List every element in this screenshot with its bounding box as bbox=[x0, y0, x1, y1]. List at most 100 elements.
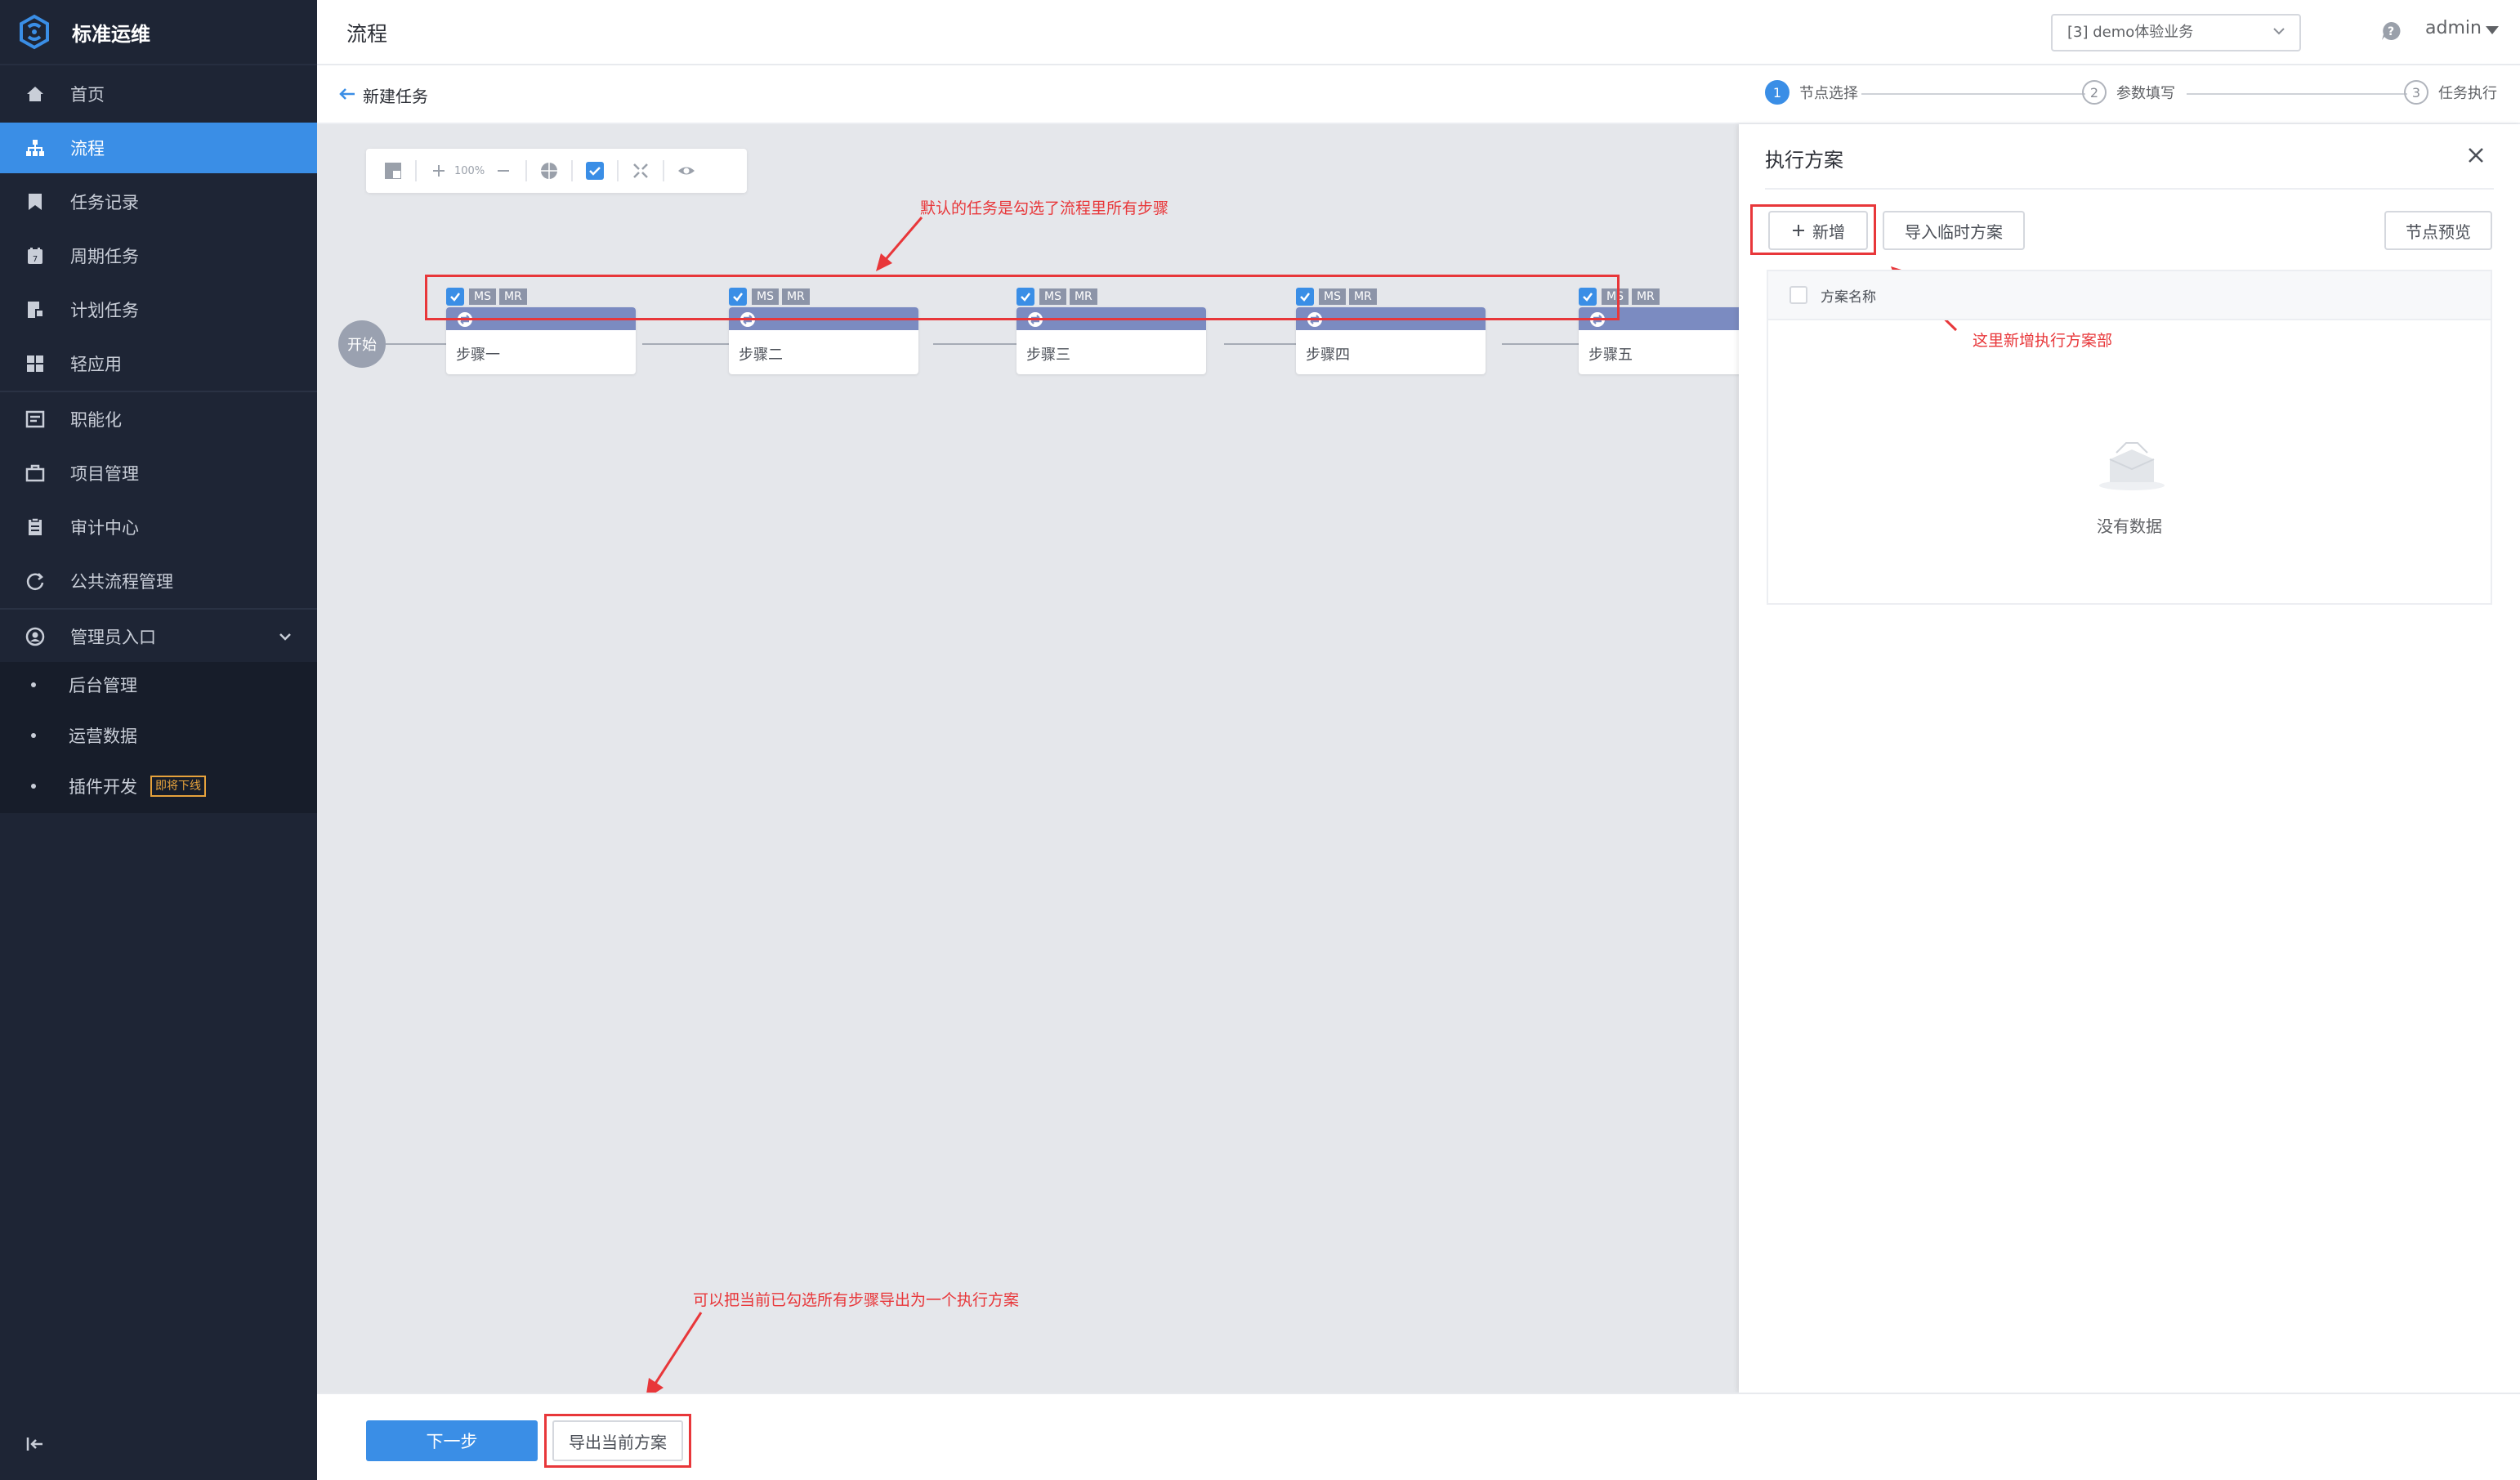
sidebar-item-periodic-tasks[interactable]: 7 周期任务 bbox=[0, 230, 317, 281]
checkbox-checked-icon[interactable] bbox=[1579, 288, 1597, 306]
chevron-down-icon bbox=[2273, 28, 2285, 35]
step-label: 参数填写 bbox=[2116, 85, 2175, 102]
preview-eye-icon[interactable] bbox=[676, 160, 697, 181]
empty-box-icon bbox=[2099, 442, 2165, 490]
bookmark-icon bbox=[29, 194, 42, 210]
sidebar-sub-item-label: 运营数据 bbox=[69, 727, 137, 746]
step-connector bbox=[1861, 93, 2085, 95]
collapse-sidebar-icon[interactable] bbox=[23, 1432, 47, 1456]
caret-down-icon[interactable] bbox=[2486, 26, 2499, 34]
sidebar-item-admin-entry[interactable]: 管理员入口 bbox=[0, 611, 317, 662]
step-task-exec: 3 任务执行 bbox=[2404, 80, 2497, 105]
zoom-in-icon[interactable] bbox=[428, 160, 449, 181]
help-icon[interactable]: ? bbox=[2379, 20, 2402, 42]
task-select-5[interactable]: MS MR bbox=[1579, 288, 1663, 306]
back-arrow-icon[interactable] bbox=[337, 83, 358, 105]
zoom-out-icon[interactable] bbox=[493, 160, 514, 181]
toolbar-divider bbox=[617, 160, 619, 181]
svg-text:7: 7 bbox=[33, 255, 38, 264]
checkbox-checked-icon[interactable] bbox=[729, 288, 747, 306]
task-select-4[interactable]: MS MR bbox=[1296, 288, 1380, 306]
task-select-2[interactable]: MS MR bbox=[729, 288, 813, 306]
deprecation-badge: 即将下线 bbox=[150, 776, 206, 797]
task-select-1[interactable]: MS MR bbox=[446, 288, 530, 306]
sidebar-item-public-flow[interactable]: 公共流程管理 bbox=[0, 556, 317, 606]
logo-row[interactable]: 标准运维 bbox=[0, 0, 317, 65]
close-icon[interactable] bbox=[2466, 145, 2486, 165]
sidebar-item-plan-tasks[interactable]: 计划任务 bbox=[0, 284, 317, 335]
sidebar-sub-item-ops-data[interactable]: 运营数据 bbox=[0, 713, 317, 758]
canvas-toolbar: 100% bbox=[366, 149, 747, 193]
export-plan-button[interactable]: 导出当前方案 bbox=[552, 1420, 683, 1461]
plus-icon bbox=[1793, 225, 1804, 236]
user-menu[interactable]: admin bbox=[2425, 18, 2482, 38]
back-link[interactable]: 新建任务 bbox=[363, 87, 428, 106]
empty-text: 没有数据 bbox=[2097, 516, 2162, 536]
select-all-icon[interactable] bbox=[584, 160, 605, 181]
minimap-icon[interactable] bbox=[382, 160, 404, 181]
sidebar-sub-item-label: 后台管理 bbox=[69, 676, 137, 695]
top-header: 流程 [3] demo体验业务 ? admin bbox=[317, 0, 2520, 65]
ms-tag: MS bbox=[752, 288, 779, 305]
node-preview-button[interactable]: 节点预览 bbox=[2384, 211, 2492, 250]
sidebar-item-home[interactable]: 首页 bbox=[0, 69, 317, 119]
task-node-5[interactable]: 步骤五 bbox=[1579, 307, 1768, 374]
annotation-arrow-icon bbox=[646, 1312, 703, 1399]
task-node-label: 步骤五 bbox=[1588, 347, 1633, 364]
sidebar-item-light-apps[interactable]: 轻应用 bbox=[0, 338, 317, 389]
zoom-level: 100% bbox=[454, 164, 485, 177]
panel-divider bbox=[1765, 188, 2494, 190]
sidebar-item-task-records[interactable]: 任务记录 bbox=[0, 177, 317, 227]
next-step-button[interactable]: 下一步 bbox=[366, 1420, 538, 1461]
annotation-note-top: 默认的任务是勾选了流程里所有步骤 bbox=[920, 199, 1169, 217]
page-title: 流程 bbox=[346, 22, 388, 46]
task-node-label: 步骤四 bbox=[1306, 347, 1350, 364]
chevron-down-icon[interactable] bbox=[278, 629, 293, 644]
start-node[interactable]: 开始 bbox=[338, 320, 386, 368]
sidebar-item-label: 周期任务 bbox=[70, 247, 139, 266]
sidebar-sub-item-plugin-dev[interactable]: 插件开发 即将下线 bbox=[0, 763, 317, 809]
mr-tag: MR bbox=[781, 288, 810, 305]
sidebar-item-flow[interactable]: 流程 bbox=[0, 123, 317, 173]
annotation-note-bottom: 可以把当前已勾选所有步骤导出为一个执行方案 bbox=[693, 1291, 1020, 1309]
sidebar-item-audit-center[interactable]: 审计中心 bbox=[0, 502, 317, 552]
task-select-3[interactable]: MS MR bbox=[1016, 288, 1101, 306]
mr-tag: MR bbox=[1631, 288, 1660, 305]
sidebar: 标准运维 首页 流程 任务记录 7 周期任务 计划任务 轻应用 职能 bbox=[0, 0, 317, 1480]
import-plan-label: 导入临时方案 bbox=[1905, 221, 2003, 242]
reset-view-icon[interactable] bbox=[538, 160, 560, 181]
checkbox-checked-icon[interactable] bbox=[446, 288, 464, 306]
sidebar-item-project-management[interactable]: 项目管理 bbox=[0, 448, 317, 499]
admin-icon bbox=[25, 627, 45, 646]
step-number: 2 bbox=[2082, 80, 2107, 105]
toolbar-divider bbox=[571, 160, 574, 181]
step-connector bbox=[2187, 93, 2407, 95]
step-node-select: 1 节点选择 bbox=[1765, 80, 1858, 105]
nav-divider bbox=[0, 608, 317, 610]
annotation-box-tasks bbox=[425, 275, 1620, 320]
sidebar-item-functional[interactable]: 职能化 bbox=[0, 394, 317, 445]
svg-text:?: ? bbox=[2388, 25, 2394, 38]
business-select-value: [3] demo体验业务 bbox=[2067, 24, 2194, 41]
task-node-label: 步骤三 bbox=[1026, 347, 1070, 364]
fit-screen-icon[interactable] bbox=[630, 160, 651, 181]
logo-text: 标准运维 bbox=[72, 22, 150, 46]
business-select[interactable]: [3] demo体验业务 bbox=[2051, 14, 2301, 51]
flow-canvas[interactable]: 100% 开始 MS MR MS bbox=[317, 124, 1768, 1393]
checkbox-checked-icon[interactable] bbox=[1296, 288, 1314, 306]
flow-edge bbox=[642, 343, 740, 345]
annotation-box-add bbox=[1750, 204, 1876, 255]
add-plan-button[interactable]: 新增 bbox=[1768, 211, 1868, 250]
checkbox-checked-icon[interactable] bbox=[1016, 288, 1034, 306]
sidebar-item-label: 项目管理 bbox=[70, 464, 139, 484]
toolbar-divider bbox=[415, 160, 417, 181]
bullet-icon bbox=[31, 784, 36, 789]
execution-plan-panel: 执行方案 新增 导入临时方案 节点预览 这里新增执行方案部 方案名称 bbox=[1739, 124, 2520, 1393]
plan-table-header: 方案名称 bbox=[1768, 271, 2491, 320]
import-temp-plan-button[interactable]: 导入临时方案 bbox=[1883, 211, 2025, 250]
annotation-note-panel: 这里新增执行方案部 bbox=[1973, 332, 2113, 350]
sidebar-sub-item-backend[interactable]: 后台管理 bbox=[0, 662, 317, 708]
calendar-icon: 7 bbox=[28, 248, 42, 264]
plan-icon bbox=[28, 302, 44, 318]
select-all-checkbox[interactable] bbox=[1789, 286, 1807, 304]
